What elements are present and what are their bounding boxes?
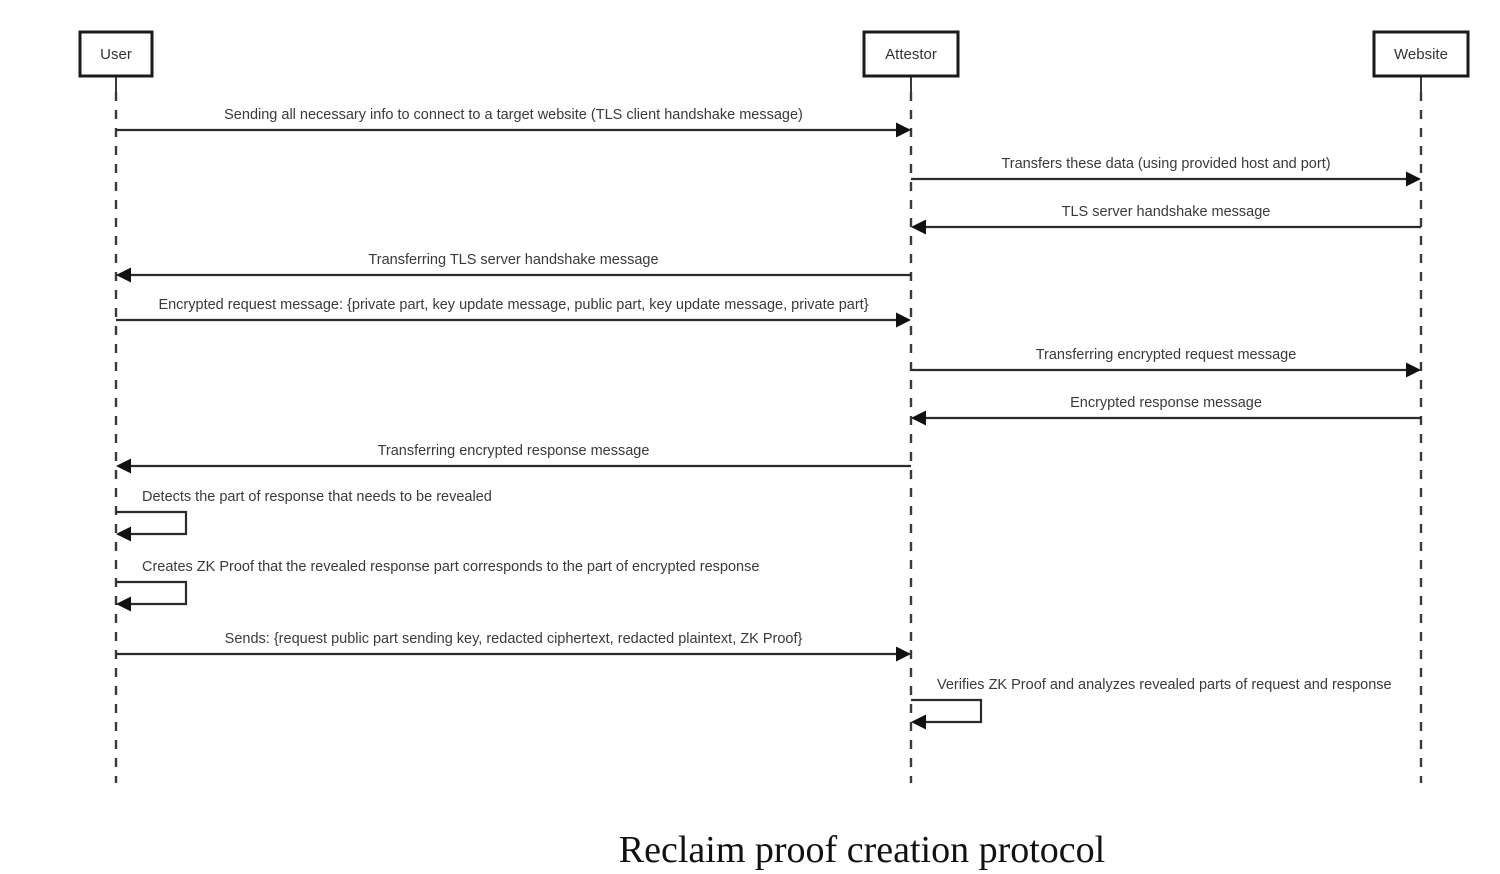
message-label-m9: Detects the part of response that needs … — [142, 489, 492, 505]
message-m10[interactable]: Creates ZK Proof that the revealed respo… — [116, 559, 759, 612]
messages-layer: Sending all necessary info to connect to… — [116, 107, 1421, 730]
message-m3[interactable]: TLS server handshake message — [911, 204, 1421, 235]
message-label-m8: Transferring encrypted response message — [378, 443, 650, 459]
message-label-m1: Sending all necessary info to connect to… — [224, 107, 803, 123]
actor-website[interactable]: Website — [1372, 30, 1470, 78]
message-label-m2: Transfers these data (using provided hos… — [1001, 156, 1330, 172]
message-m12[interactable]: Verifies ZK Proof and analyzes revealed … — [911, 677, 1392, 730]
message-label-m6: Transferring encrypted request message — [1036, 347, 1297, 363]
message-m5[interactable]: Encrypted request message: {private part… — [116, 297, 911, 328]
message-label-m10: Creates ZK Proof that the revealed respo… — [142, 559, 759, 575]
diagram-caption: Reclaim proof creation protocol — [619, 829, 1105, 871]
message-m7[interactable]: Encrypted response message — [911, 395, 1421, 426]
actor-user[interactable]: User — [78, 30, 154, 78]
message-m4[interactable]: Transferring TLS server handshake messag… — [116, 252, 911, 283]
actor-label-attestor: Attestor — [885, 46, 937, 63]
message-label-m11: Sends: {request public part sending key,… — [225, 631, 803, 647]
message-m1[interactable]: Sending all necessary info to connect to… — [116, 107, 911, 138]
message-label-m5: Encrypted request message: {private part… — [158, 297, 868, 313]
message-m2[interactable]: Transfers these data (using provided hos… — [911, 156, 1421, 187]
message-label-m3: TLS server handshake message — [1062, 204, 1271, 220]
actor-attestor[interactable]: Attestor — [862, 30, 960, 78]
message-label-m4: Transferring TLS server handshake messag… — [368, 252, 658, 268]
actor-label-website: Website — [1394, 46, 1448, 63]
message-label-m7: Encrypted response message — [1070, 395, 1262, 411]
actor-label-user: User — [100, 46, 132, 63]
actors-layer: User Attestor Website — [78, 30, 1470, 78]
lifelines-layer — [114, 76, 1423, 783]
message-m6[interactable]: Transferring encrypted request message — [911, 347, 1421, 378]
message-m9[interactable]: Detects the part of response that needs … — [116, 489, 492, 542]
message-m11[interactable]: Sends: {request public part sending key,… — [116, 631, 911, 662]
message-label-m12: Verifies ZK Proof and analyzes revealed … — [937, 677, 1392, 693]
message-m8[interactable]: Transferring encrypted response message — [116, 443, 911, 474]
